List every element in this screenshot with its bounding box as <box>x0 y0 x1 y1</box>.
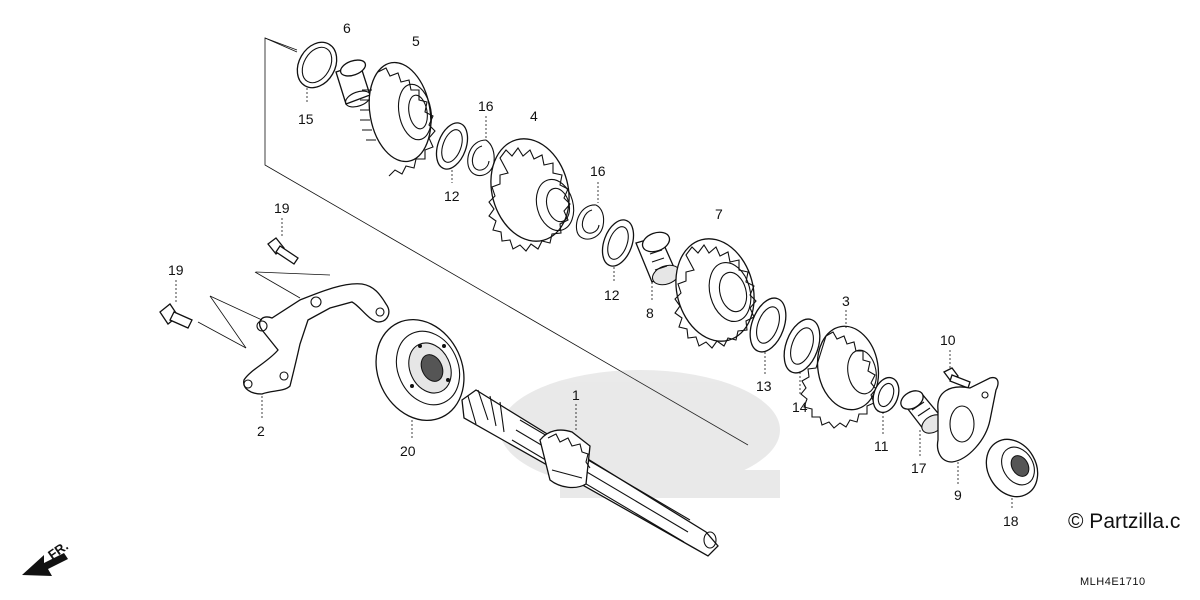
assembly-frame <box>264 37 749 446</box>
part-4-double-gear[interactable] <box>480 130 580 252</box>
part-label-9: 9 <box>954 487 962 503</box>
part-label-11: 11 <box>874 438 889 454</box>
part-label-7: 7 <box>715 206 723 222</box>
part-label-12a: 12 <box>444 188 460 204</box>
part-19-bolt-lower[interactable] <box>159 303 193 329</box>
part-12-washer-lower[interactable] <box>597 216 640 271</box>
part-10-bolt[interactable] <box>943 367 971 389</box>
part-label-16a: 16 <box>478 98 494 114</box>
part-16-snap-ring-lower[interactable] <box>575 204 605 240</box>
part-14-washer[interactable] <box>777 314 826 378</box>
part-18-ball-bearing[interactable] <box>976 430 1048 506</box>
part-label-15: 15 <box>298 111 314 127</box>
part-2-leaders <box>197 271 331 418</box>
part-12-washer-upper[interactable] <box>431 119 474 174</box>
part-15-ring[interactable] <box>289 35 344 95</box>
part-8-needle-bearing[interactable] <box>635 229 682 288</box>
part-9-bracket-plate[interactable] <box>936 376 999 463</box>
part-label-17: 17 <box>911 460 927 476</box>
part-label-3: 3 <box>842 293 850 309</box>
part-20-ball-bearing[interactable] <box>360 305 480 435</box>
part-label-13: 13 <box>756 378 772 394</box>
part-label-8: 8 <box>646 305 654 321</box>
part-label-14: 14 <box>792 399 808 415</box>
part-label-19a: 19 <box>274 200 290 216</box>
part-label-16b: 16 <box>590 163 606 179</box>
part-1-mainshaft[interactable] <box>461 389 719 557</box>
part-3-gear[interactable] <box>800 321 885 429</box>
copyright-text: © Partzilla.c <box>1068 510 1180 533</box>
part-label-10: 10 <box>940 332 956 348</box>
part-label-19b: 19 <box>168 262 184 278</box>
part-label-4: 4 <box>530 108 538 124</box>
part-label-18: 18 <box>1003 513 1019 529</box>
part-label-12b: 12 <box>604 287 620 303</box>
part-13-washer[interactable] <box>743 293 792 357</box>
part-5-gear[interactable] <box>360 58 438 177</box>
part-label-2: 2 <box>257 423 265 439</box>
part-label-1: 1 <box>572 387 580 403</box>
part-2-plate[interactable] <box>243 283 390 395</box>
part-11-ring[interactable] <box>869 374 904 416</box>
front-direction-arrow: FR. <box>22 538 71 576</box>
part-label-20: 20 <box>400 443 416 459</box>
part-label-5: 5 <box>412 33 420 49</box>
part-16-snap-ring-upper[interactable] <box>467 139 495 177</box>
part-6-bushing[interactable] <box>335 57 373 110</box>
part-7-gear[interactable] <box>665 230 765 350</box>
part-19-bolt-upper[interactable] <box>267 237 299 265</box>
diagram-code: MLH4E1710 <box>1080 576 1146 588</box>
part-label-6: 6 <box>343 20 351 36</box>
part-number-labels: 6 5 15 16 4 12 16 7 12 8 3 13 14 10 11 1… <box>168 20 1019 529</box>
